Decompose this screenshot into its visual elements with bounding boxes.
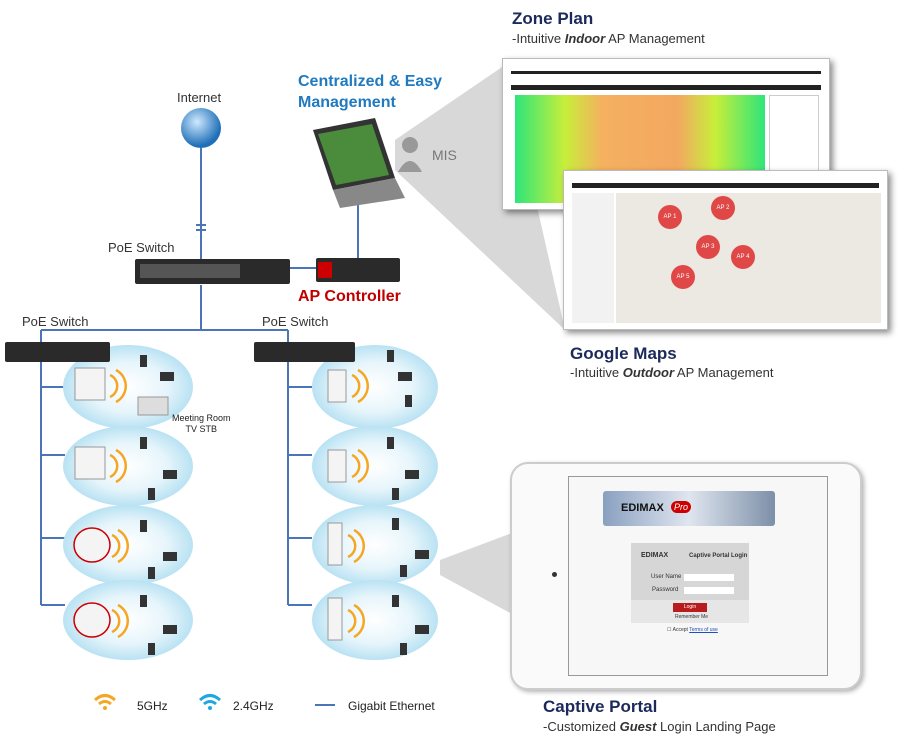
internet-globe-icon <box>181 108 221 148</box>
ap-controller-label: AP Controller <box>298 288 401 305</box>
wifi-signals <box>109 368 369 639</box>
mis-to-screens-wedge <box>395 65 565 330</box>
zone-plan-subtitle: -Intuitive Indoor AP Management <box>512 31 705 46</box>
captive-portal-title: Captive Portal <box>543 697 658 716</box>
client-devices <box>140 350 429 655</box>
ap-outdoor-icon <box>74 446 106 480</box>
ap-ceiling-icon <box>73 602 111 638</box>
map-pin[interactable]: AP 1 <box>658 205 682 229</box>
mis-person-icon <box>398 137 422 172</box>
ap-outdoor-icon <box>74 367 106 401</box>
poe-switch-right-label: PoE Switch <box>262 314 329 329</box>
cell-right-4 <box>312 580 438 660</box>
cell-right-2 <box>312 426 438 506</box>
access-points <box>73 367 347 641</box>
remember-me-checkbox[interactable]: Remember Me <box>675 614 709 620</box>
cell-left-2 <box>63 426 193 506</box>
legend-24ghz-icon <box>198 694 222 706</box>
legend-ethernet-label: Gigabit Ethernet <box>348 699 435 713</box>
ap-antenna-icon <box>327 369 347 403</box>
captive-portal-screen: EDIMAX Pro EDIMAX Captive Portal Login U… <box>568 476 828 676</box>
cell-right-1 <box>312 345 438 429</box>
management-title: Centralized & Easy Management <box>298 73 443 111</box>
ap-panel-icon <box>327 522 343 566</box>
legend-5ghz-label: 5GHz <box>137 699 168 713</box>
mis-label: MIS <box>432 147 457 163</box>
zone-plan-title: Zone Plan <box>512 9 594 28</box>
poe-switch-right <box>254 342 355 362</box>
login-button[interactable]: Login <box>673 603 707 612</box>
ap-antenna-icon <box>327 449 347 483</box>
ap-panel-icon <box>327 597 343 641</box>
poe-switch-top-label: PoE Switch <box>108 240 175 255</box>
ap-ceiling-icon <box>73 527 111 563</box>
legend-24ghz-label: 2.4GHz <box>233 699 274 713</box>
poe-switch-left <box>5 342 110 362</box>
map-pin[interactable]: AP 3 <box>696 235 720 259</box>
map: AP 1 AP 2 AP 3 AP 4 AP 5 <box>616 193 881 323</box>
internet-label: Internet <box>177 90 222 105</box>
google-maps-subtitle: -Intuitive Outdoor AP Management <box>570 365 774 380</box>
password-input[interactable] <box>684 587 734 594</box>
map-pin[interactable]: AP 2 <box>711 196 735 220</box>
map-pin[interactable]: AP 5 <box>671 265 695 289</box>
tv-icon <box>137 396 169 416</box>
accept-terms[interactable]: ☐ Accept Terms of use <box>667 627 718 633</box>
terms-link[interactable]: Terms of use <box>689 627 718 633</box>
login-box: EDIMAX Captive Portal Login User Name Pa… <box>631 543 749 623</box>
username-input[interactable] <box>684 574 734 581</box>
ethernet-lines <box>40 148 359 606</box>
map-pin[interactable]: AP 4 <box>731 245 755 269</box>
edimax-pro-banner: EDIMAX Pro <box>603 491 775 526</box>
coverage-cells <box>63 345 438 660</box>
tablet-device: EDIMAX Pro EDIMAX Captive Portal Login U… <box>510 462 862 690</box>
legend-5ghz-icon <box>93 694 117 706</box>
tablet-camera <box>552 572 557 577</box>
laptop-icon <box>313 118 405 208</box>
captive-portal-subtitle: -Customized Guest Login Landing Page <box>543 719 776 734</box>
google-maps-title: Google Maps <box>570 344 677 363</box>
ap-controller-device <box>316 258 400 282</box>
google-maps-screenshot: AP 1 AP 2 AP 3 AP 4 AP 5 <box>563 170 888 330</box>
poe-switch-left-label: PoE Switch <box>22 314 89 329</box>
